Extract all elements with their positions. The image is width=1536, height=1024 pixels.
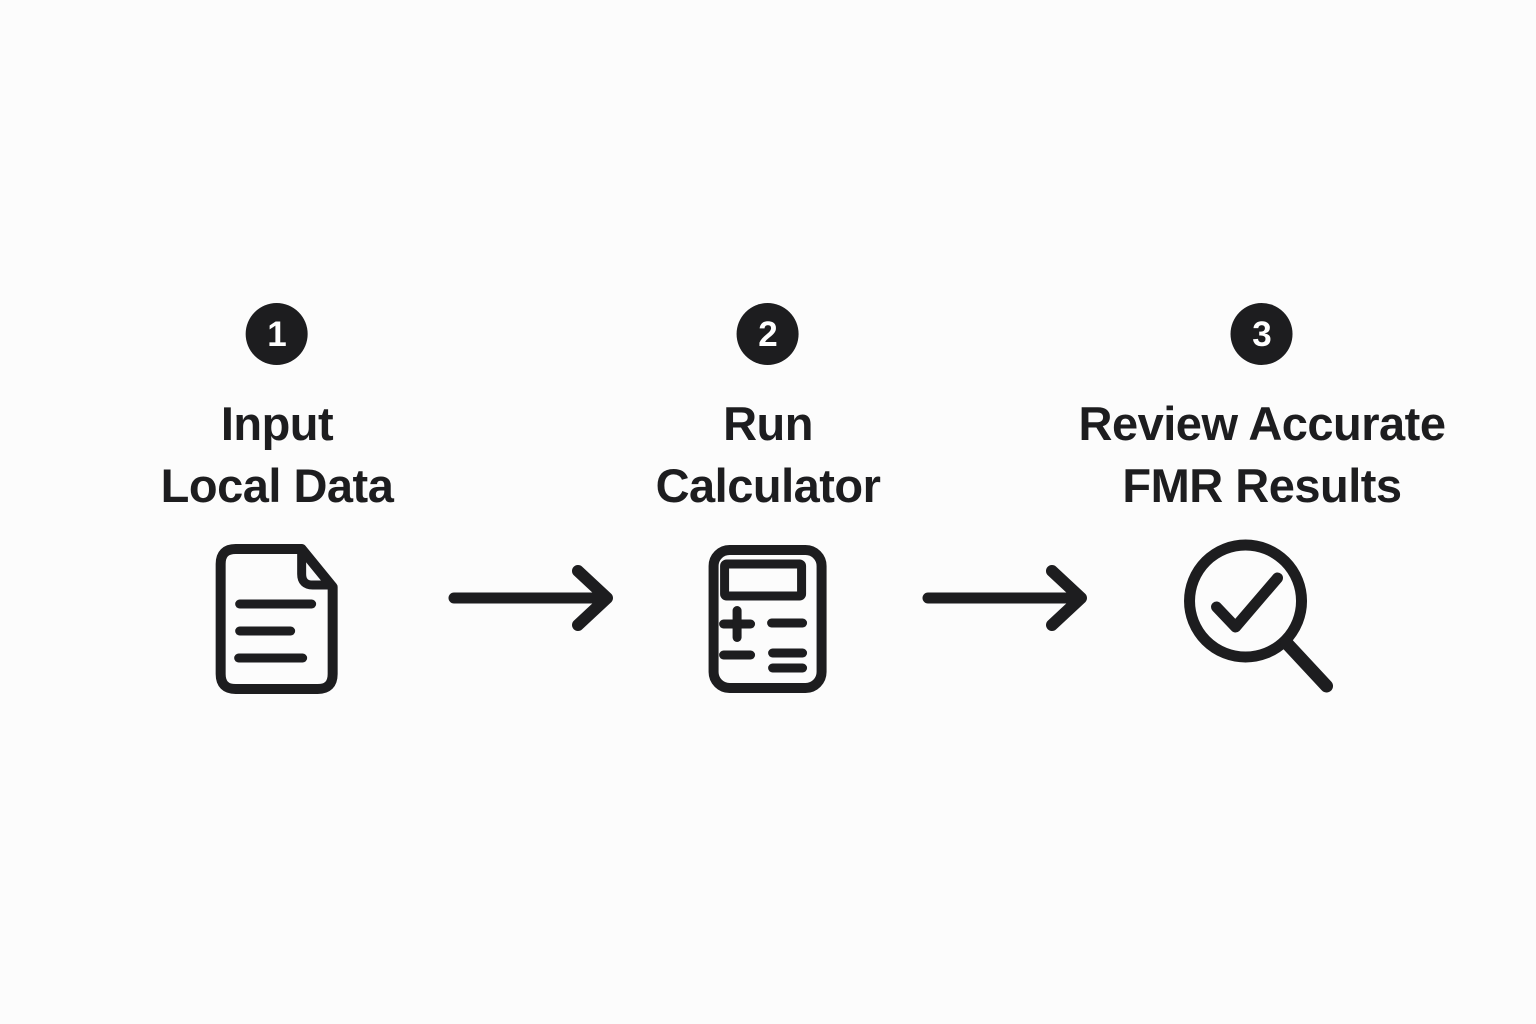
step-title-line2: FMR Results [1122,459,1402,512]
step-title-line1: Input [220,397,334,450]
step-title: Run Calculator [656,393,881,517]
document-icon [212,539,342,699]
magnifier-check-icon [1183,539,1341,699]
step-number: 2 [758,314,778,354]
step-input-local-data: 1 Input Local Data [161,303,394,699]
step-number: 1 [267,314,287,354]
arrow-right-icon [921,563,1091,633]
step-run-calculator: 2 Run Calculator [656,303,881,699]
calculator-icon [708,539,828,699]
step-number: 3 [1252,314,1272,354]
step-review-fmr-results: 3 Review Accurate FMR Results [1079,303,1446,699]
arrow-right-icon [447,563,617,633]
step-number-badge: 2 [737,303,799,365]
step-title-line1: Run [723,397,813,450]
step-title: Input Local Data [161,393,394,517]
step-title-line1: Review Accurate [1078,397,1446,450]
step-number-badge: 1 [246,303,308,365]
step-title: Review Accurate FMR Results [1079,393,1446,517]
step-number-badge: 3 [1230,303,1293,365]
step-title-line2: Calculator [655,459,881,512]
step-title-line2: Local Data [160,459,394,512]
